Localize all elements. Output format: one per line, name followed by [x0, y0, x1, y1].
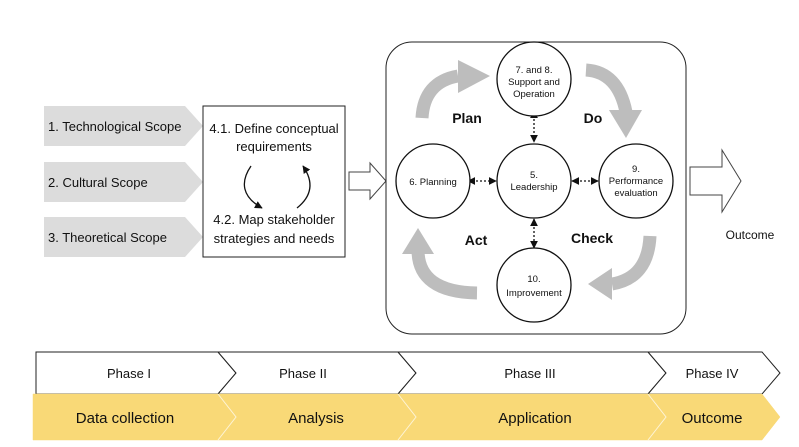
- scope-technological: 1. Technological Scope: [44, 106, 203, 146]
- curved-arrow-down: [243, 165, 263, 209]
- map-stakeholder-line-1: 4.2. Map stakeholder: [213, 212, 335, 227]
- performance-line-3: evaluation: [614, 188, 657, 199]
- scope-cultural: 2. Cultural Scope: [44, 162, 203, 202]
- act-cycle-arrow: [411, 249, 478, 300]
- scope-list: 1. Technological Scope 2. Cultural Scope…: [44, 106, 203, 257]
- input-arrow: [348, 161, 387, 201]
- do-cycle-arrow: [585, 63, 633, 114]
- phase-4-label: Phase IV: [686, 366, 739, 381]
- check-cycle-arrow: [610, 235, 657, 291]
- act-label: Act: [465, 232, 488, 248]
- phase-1-label: Phase I: [107, 366, 151, 381]
- cycle-arrows: [411, 63, 657, 300]
- activity-outcome-label: Outcome: [682, 410, 743, 427]
- map-stakeholder-line-2: strategies and needs: [214, 231, 335, 246]
- activity-analysis-label: Analysis: [288, 410, 344, 427]
- plan-label: Plan: [452, 110, 482, 126]
- plan-cycle-arrow: [415, 69, 460, 119]
- plan-arrow-head: [458, 60, 490, 93]
- leadership-line-2: Leadership: [510, 182, 557, 193]
- check-label: Check: [571, 230, 613, 246]
- act-arrow-head: [402, 228, 434, 254]
- support-line-3: Operation: [513, 89, 555, 100]
- define-requirements-line-2: requirements: [236, 139, 312, 154]
- support-line-1: 7. and 8.: [516, 65, 553, 76]
- performance-line-2: Performance: [609, 176, 663, 187]
- requirements-box: 4.1. Define conceptual requirements 4.2.…: [202, 105, 346, 258]
- improvement-line-2: Improvement: [506, 288, 562, 299]
- circle-improvement: 10. Improvement: [496, 247, 572, 323]
- scope-label: 2. Cultural Scope: [48, 175, 148, 190]
- do-arrow-head: [609, 110, 642, 138]
- scope-theoretical: 3. Theoretical Scope: [44, 217, 203, 257]
- phase-3-label: Phase III: [504, 366, 555, 381]
- do-label: Do: [584, 110, 603, 126]
- circle-planning: 6. Planning: [395, 143, 471, 219]
- activity-application-label: Application: [498, 410, 571, 427]
- circle-performance-evaluation: 9. Performance evaluation: [598, 143, 674, 219]
- outcome-label: Outcome: [726, 228, 775, 242]
- define-requirements-line-1: 4.1. Define conceptual: [209, 121, 338, 136]
- support-line-2: Support and: [508, 77, 560, 88]
- leadership-line-1: 5.: [530, 170, 538, 181]
- curved-arrow-up: [296, 165, 311, 209]
- activity-data-collection-label: Data collection: [76, 410, 174, 427]
- improvement-line-1: 10.: [527, 274, 540, 285]
- phase-row: [35, 351, 781, 395]
- circle-support-operation: 7. and 8. Support and Operation: [496, 41, 572, 117]
- scope-label: 3. Theoretical Scope: [48, 230, 167, 245]
- check-arrow-head: [588, 268, 612, 300]
- circle-leadership: 5. Leadership: [496, 143, 572, 219]
- outcome-arrow: [689, 148, 742, 214]
- activity-row: [32, 393, 781, 441]
- phase-2-label: Phase II: [279, 366, 327, 381]
- performance-line-1: 9.: [632, 164, 640, 175]
- planning-label: 6. Planning: [409, 177, 457, 188]
- scope-label: 1. Technological Scope: [48, 119, 181, 134]
